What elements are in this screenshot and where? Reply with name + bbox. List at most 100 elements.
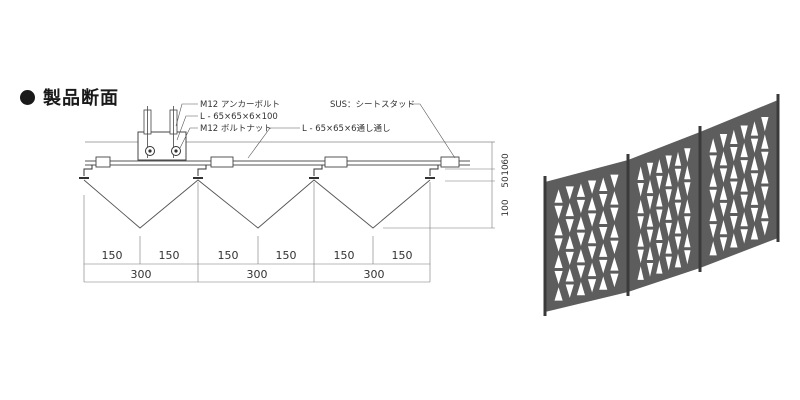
perforation-hole [610,257,619,271]
perforation-hole [719,202,728,218]
dim-half-width: 150 [276,249,297,262]
perforation-hole [709,241,717,256]
leader-lines [175,103,456,159]
perforation-hole [576,199,585,214]
perforation-hole [719,237,728,252]
perforation-hole [730,129,738,144]
perforation-hole [637,183,644,197]
callout-anchor-bolt: M12 アンカーボルト [200,100,280,110]
perforation-hole [646,162,654,177]
perforation-hole [637,232,644,247]
perforation-hole [750,155,759,171]
perforation-hole [740,160,748,175]
perforation-hole [719,185,728,200]
perforation-hole [656,175,663,190]
perforation-hole [637,199,644,214]
dim-half-width: 150 [159,249,180,262]
perforation-hole [565,202,574,217]
perforation-hole [637,216,644,230]
perforation-hole [554,238,563,252]
perforation-hole [656,259,663,274]
perforation-hole [674,185,682,200]
perforation-hole [599,177,608,192]
perforation-hole [588,229,597,244]
dim-vertical: 10 [501,164,511,176]
perforation-hole [599,194,608,208]
perforated-panel-illustration [543,94,780,316]
joint-clips [95,156,460,168]
perforation-hole [665,239,672,254]
perforation-hole [709,155,717,170]
dim-half-width: 150 [334,249,355,262]
perforation-hole [637,166,644,181]
perforation-hole [554,189,563,203]
perforation-hole [740,211,748,227]
perforation-hole [740,177,748,192]
perforation-hole [656,243,663,257]
perforation-hole [674,151,682,166]
perforation-hole [709,206,717,222]
perforation-hole [730,215,738,231]
perforation-hole [750,138,759,153]
perforation-hole [588,196,597,211]
panel-profile [83,179,431,229]
perforation-hole [719,220,728,235]
perforation-hole [588,279,597,293]
perforation-hole [565,284,574,298]
perforation-hole [610,207,619,222]
perforation-hole [646,196,654,210]
dim-half-width: 150 [392,249,413,262]
perforation-hole [730,233,738,248]
perforation-hole [709,138,717,153]
callout-stud: SUS：シートスタッド [330,100,415,110]
panel-hangers [79,165,439,179]
perforation-hole [674,253,682,268]
perforation-hole [665,172,672,187]
callout-angle-top: L - 65×65×6×100 [200,112,278,122]
perforation-hole [740,125,748,140]
dim-half-width: 150 [102,249,123,262]
perforation-hole [674,202,682,217]
perforation-hole [637,249,644,264]
perforation-hole [719,133,728,149]
perforation-hole [740,142,748,158]
dim-module-width: 300 [364,268,385,281]
perforation-hole [610,191,619,205]
perforation-hole [719,151,728,166]
section-heading: 製品断面 [20,84,119,110]
dim-half-width: 150 [218,249,239,262]
perforation-hole [576,265,585,279]
perforation-hole [599,259,608,274]
perforation-hole [750,173,759,188]
perforation-hole [599,210,608,224]
perforation-hole [750,207,759,223]
perforation-hole [665,155,672,170]
dim-module-width: 300 [247,268,268,281]
perforation-hole [761,186,769,201]
perforation-hole [554,205,563,220]
perforation-hole [646,263,654,277]
perforation-hole [709,189,717,204]
bullet-icon [20,89,35,105]
perforation-hole [684,233,691,248]
perforation-hole [719,168,728,183]
perforation-hole [761,221,769,236]
perforation-hole [740,194,748,209]
perforation-hole [730,146,738,162]
perforation-hole [554,254,563,268]
dim-module-width: 300 [131,268,152,281]
callout-bolt-nut: M12 ボルトナット [200,124,272,134]
perforation-hole [684,148,691,163]
perforation-hole [684,250,691,265]
perforation-hole [684,199,691,214]
perforation-hole [576,249,585,263]
panel-facet [628,132,700,292]
perforation-hole [599,276,608,290]
perforation-hole [730,181,738,196]
perforation-hole [588,180,597,194]
perforation-hole [665,189,672,204]
perforation-hole [646,179,654,194]
perforation-hole [565,251,574,266]
perforation-hole [709,224,717,239]
